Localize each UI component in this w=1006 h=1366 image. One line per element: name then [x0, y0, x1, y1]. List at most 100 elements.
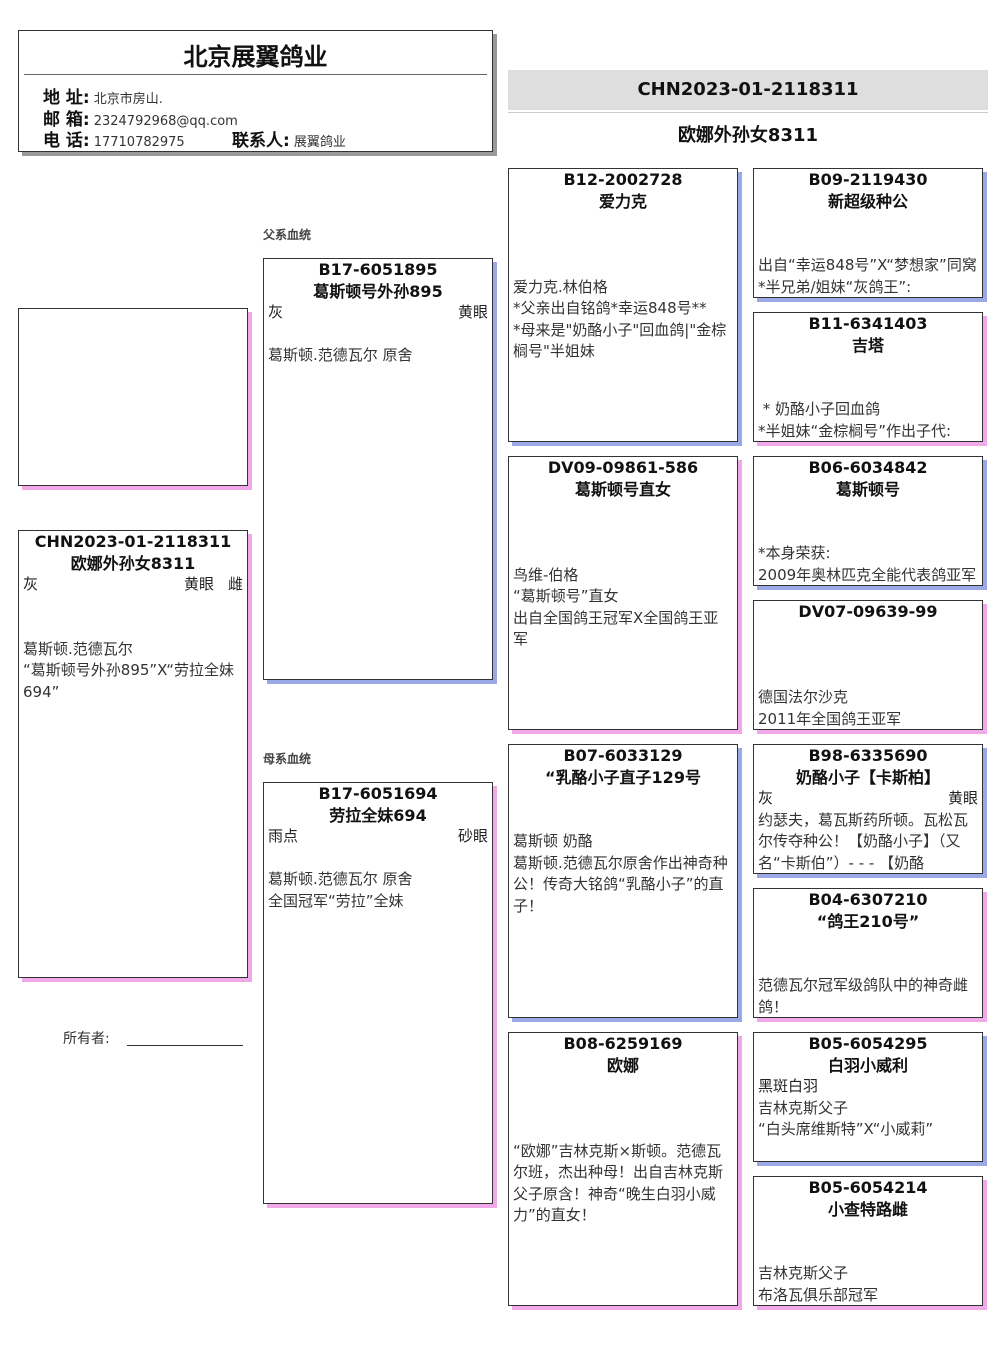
pigeon-card-ds[interactable]: B07-6033129 “乳酪小子直子129号葛斯顿 奶酪葛斯顿.范德瓦尔原舍作出…	[508, 744, 738, 1018]
pigeon-name: 新超级种公	[827, 191, 908, 211]
note-line: 葛斯顿.范德瓦尔 原舍	[268, 346, 413, 364]
pigeon-card-sd[interactable]: DV09-09861-586 葛斯顿号直女鸟维-伯格“葛斯顿号”直女出自全国鸽王冠…	[508, 456, 738, 730]
sex: 雌	[227, 575, 243, 593]
pigeon-name: 欧娜外孙女8311	[70, 553, 196, 573]
pedigree-notes: 葛斯顿.范德瓦尔 “葛斯顿号外孙895”X“劳拉全妹694”	[19, 596, 247, 704]
ring-number: B11-6341403	[808, 314, 928, 333]
pigeon-card-ddd[interactable]: B05-6054214小查特路雌吉林克斯父子布洛瓦俱乐部冠军布落瓦全省2135羽…	[753, 1176, 983, 1306]
traits-row	[509, 1076, 737, 1098]
pigeon-name	[754, 623, 982, 645]
address-label: 地 址:	[43, 88, 90, 108]
traits-row: 灰 黄眼雌	[19, 574, 247, 596]
traits-row: 灰黄眼	[264, 302, 492, 324]
traits-row	[754, 932, 982, 954]
traits-row	[754, 356, 982, 378]
breeder-header: 北京展翼鸽业 地 址:北京市房山. 邮 箱:2324792968@qq.com …	[18, 30, 493, 152]
pigeon-card-ssd[interactable]: B11-6341403 吉塔 * 奶酪小子回血鸽*半姐妹“金棕榈号”作出子代:1·…	[753, 312, 983, 442]
spacer	[283, 302, 458, 324]
pigeon-card-dsd[interactable]: B04-6307210“鸽王210号”范德瓦尔冠军级鸽队中的神奇雌鸽！本身荣获：…	[753, 888, 983, 1018]
ring-number: B98-6335690	[808, 746, 928, 765]
dam-line-label: 母系血统	[263, 752, 312, 766]
pedigree-notes: *本身荣获: 2009年奥林匹克全能代表鸽亚军	[754, 522, 982, 586]
title-pigeon-name: 欧娜外孙女8311	[677, 125, 819, 146]
pedigree-notes: 出自“幸运848号”X“梦想家”同窝*半兄弟/姐妹“灰鸽王”:2007年KBDB…	[754, 234, 982, 298]
note-line: “欧娜”吉林克斯×斯顿。范德瓦尔班，杰出种母！出自吉林克斯父子原含！神奇“晚生白…	[513, 1141, 724, 1225]
feather-color: 灰	[758, 789, 774, 807]
contact-label: 联系人:	[232, 131, 290, 151]
note-line: 吉林克斯父子	[758, 1098, 849, 1117]
ring-number: B04-6307210	[808, 890, 928, 909]
traits-row	[754, 500, 982, 522]
ring-number: B17-6051694	[318, 784, 438, 803]
note-line: 葛斯顿.范德瓦尔	[23, 639, 133, 658]
note-line: *本身荣获:	[758, 544, 831, 562]
eye-type: 黄眼	[183, 575, 214, 593]
traits-row: 黑斑白羽	[754, 1076, 982, 1098]
note-line: 鸟维-伯格	[513, 565, 579, 584]
sire-line-label: 父系血统	[263, 228, 312, 242]
pedigree-notes: 葛斯顿 奶酪葛斯顿.范德瓦尔原舍作出神奇种公！传奇大铭鸽“乳酪小子”的直子！	[509, 810, 737, 918]
pigeon-name: 小查特路雌	[827, 1199, 908, 1219]
note-line: 范德瓦尔冠军级鸽队中的神奇雌鸽！	[758, 976, 969, 1016]
note-line: 出自“幸运848号”X“梦想家”同窝	[758, 256, 977, 274]
pedigree-notes: 鸟维-伯格“葛斯顿号”直女出自全国鸽王冠军X全国鸽王亚军	[509, 522, 737, 651]
feather-color: 黑斑白羽	[758, 1077, 819, 1095]
traits-row: 灰黄眼	[754, 788, 982, 810]
note-line: 2009年奥林匹克全能代表鸽亚军	[758, 565, 977, 584]
spacer	[38, 574, 184, 596]
pigeon-name: 劳拉全妹694	[329, 805, 427, 825]
pigeon-name: 吉塔	[851, 335, 884, 355]
note-line: “白头席维斯特”X“小威莉”	[758, 1120, 934, 1138]
ring-number: DV09-09861-586	[547, 458, 699, 477]
traits-row	[754, 212, 982, 234]
feather-color: 灰	[23, 575, 39, 593]
note-line: *半兄弟/姐妹“灰鸽王”:	[758, 277, 912, 296]
traits-row	[754, 644, 982, 666]
ring-number: B07-6033129	[563, 746, 683, 765]
title-ring-number: CHN2023-01-2118311	[508, 70, 988, 110]
note-line: 布洛瓦俱乐部冠军	[758, 1285, 879, 1304]
traits-row	[509, 500, 737, 522]
pedigree-notes: 范德瓦尔冠军级鸽队中的神奇雌鸽！本身荣获：幼鸽鸽王冠军共计7	[754, 954, 982, 1018]
contact-line: 联系人:展翼鸽业	[232, 126, 346, 151]
note-line: 全国冠军“劳拉”全妹	[268, 891, 404, 910]
traits-row	[754, 1220, 982, 1242]
ring-number: DV07-09639-99	[798, 602, 938, 621]
email-line: 邮 箱:2324792968@qq.com	[43, 105, 238, 130]
ring-number: B17-6051895	[318, 260, 438, 279]
pedigree-notes: 约瑟夫，葛瓦斯药所顿。瓦松瓦尔传夺种公！【奶酪小子】（又名“卡斯伯”）- - -…	[754, 810, 982, 874]
feather-color: 雨点	[268, 827, 299, 845]
phone-value: 17710782975	[93, 135, 185, 150]
pedigree-notes: “欧娜”吉林克斯×斯顿。范德瓦尔班，杰出种母！出自吉林克斯父子原含！神奇“晚生白…	[509, 1098, 737, 1227]
breeder-name: 北京展翼鸽业	[183, 43, 328, 71]
note-line: 葛斯顿.范德瓦尔原舍作出神奇种公！传奇大铭鸽“乳酪小子”的直子！	[513, 853, 728, 915]
note-line: *半姐妹“金棕榈号”作出子代:	[758, 421, 952, 440]
owner-label: 所有者:	[63, 1031, 110, 1047]
note-line: 2011年全国鸽王亚军	[758, 709, 902, 728]
spacer	[298, 826, 458, 848]
address-line: 地 址:北京市房山.	[43, 83, 163, 108]
header-divider	[24, 74, 487, 75]
feather-color: 灰	[268, 303, 284, 321]
note-line: 葛斯顿 奶酪	[513, 832, 593, 850]
spacer	[773, 788, 948, 810]
note-line: “葛斯顿号外孙895”X“劳拉全妹694”	[23, 661, 235, 701]
pigeon-name: 葛斯顿号直女	[574, 479, 671, 499]
owner-field[interactable]	[127, 1045, 243, 1046]
pedigree-notes: * 奶酪小子回血鸽*半姐妹“金棕榈号”作出子代:1·尼古拉斯·	[754, 378, 982, 442]
note-line: 出自全国鸽王冠军X全国鸽王亚军	[513, 608, 719, 649]
pigeon-name: “乳酪小子直子129号	[545, 767, 701, 787]
ring-number: B05-6054214	[808, 1178, 928, 1197]
pedigree-notes: 葛斯顿.范德瓦尔 原舍全国冠军“劳拉”全妹	[264, 848, 492, 913]
